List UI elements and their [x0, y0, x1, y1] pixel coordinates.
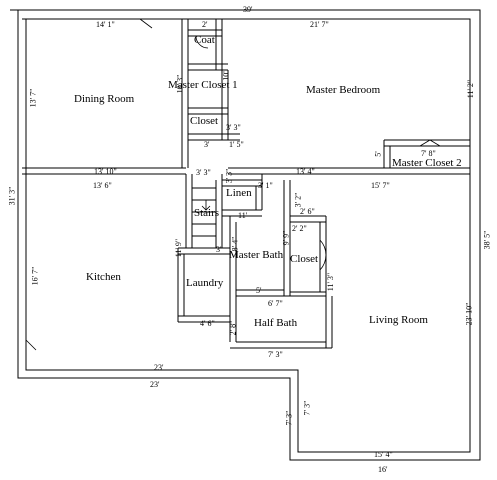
room-living-room: Living Room [369, 314, 428, 326]
dim-closet-upper-w: 3' [204, 140, 210, 149]
dim-kitchen-top: 13' 6" [93, 181, 112, 190]
dim-dining-bottom: 13' 10" [94, 167, 117, 176]
dim-laundry-h: 3' [216, 245, 222, 254]
room-dining-room: Dining Room [74, 93, 135, 105]
door-swing-closet-lower [319, 239, 327, 271]
dim-stairs-top: 3' 3" [196, 168, 211, 177]
room-coat: Coat [194, 34, 215, 46]
dim-bedroom-bottom: 13' 4" [296, 167, 315, 176]
dim-dining-width: 14' 1" [96, 20, 115, 29]
room-closet-upper: Closet [190, 115, 219, 127]
dim-overall-bottom-left: 23' [150, 380, 160, 389]
dim-bedroom-width: 21' 7" [310, 20, 329, 29]
dim-living-top: 15' 7" [371, 181, 390, 190]
door-swing-closet2 [419, 139, 441, 147]
wall-closet-upper [188, 107, 240, 141]
dim-bedroom-height: 11' 2" [466, 79, 476, 99]
dim-bath-dim-b: 9' 9" [281, 230, 291, 246]
dim-bath-closet-w2: 2' 2" [292, 224, 307, 233]
door-swing-kitchen [25, 339, 37, 351]
room-laundry: Laundry [186, 277, 224, 289]
dim-kitchen-height: 16' 7" [30, 266, 40, 286]
dim-closet-lower-h: 11' 3" [326, 272, 336, 292]
dim-bath-bottom: 5' [256, 286, 262, 295]
dim-halfbath-bottom: 7' 3" [268, 350, 283, 359]
dim-halfbath-side: 2' 8" [228, 320, 238, 336]
room-master-bedroom: Master Bedroom [306, 84, 381, 96]
wall-stairs [185, 174, 223, 248]
dim-bath-dim-a: 3' 2" [293, 192, 303, 208]
room-half-bath: Half Bath [254, 317, 298, 329]
dim-closet2-height: 5' [373, 151, 383, 157]
room-master-closet-2: Master Closet 2 [392, 157, 462, 169]
dim-linen-w: 3' 1" [258, 181, 273, 190]
wall-half-bath [230, 295, 333, 349]
room-kitchen: Kitchen [86, 271, 121, 283]
outer-wall [10, 9, 481, 461]
dim-overall-right: 38' 5" [482, 230, 492, 250]
dim-stairs-side: 3' 3" [224, 168, 234, 184]
door-swing-dining [139, 18, 153, 29]
stairs-treads [192, 187, 216, 237]
dim-living-height: 23' 10" [464, 302, 474, 326]
dim-overall-left: 31' 3" [7, 186, 17, 206]
dim-halfbath-top: 6' 7" [268, 299, 283, 308]
dim-kitchen-bottom: 23' [154, 363, 164, 372]
dim-stairs-height: 11' 9" [174, 238, 184, 258]
wall-bath-closet [290, 215, 327, 296]
dim-overall-top: 39' [243, 5, 253, 14]
room-linen: Linen [226, 187, 252, 199]
dim-dining-height: 13' 7" [28, 88, 38, 108]
wall-coat [188, 19, 223, 70]
wall-dining-right [181, 19, 189, 168]
dim-closet1-depth: 10' 3" [175, 74, 185, 94]
dim-coat-width: 2' [202, 20, 208, 29]
wall-dining-bottom [22, 167, 186, 175]
wall-closet1 [188, 63, 229, 140]
dim-laundry-w: 4' 6" [200, 319, 215, 328]
wall-linen [222, 174, 263, 217]
room-closet-lower: Closet [290, 253, 319, 265]
dim-closet-upper-w2: 3' 3" [226, 123, 241, 132]
dim-closet2-width: 7' 8" [421, 149, 436, 158]
dim-closet-small: 1' 5" [229, 140, 244, 149]
dim-bath-closet-w: 2' 6" [300, 207, 315, 216]
room-master-bath: Master Bath [229, 249, 284, 261]
outer-wall-inner [22, 18, 471, 453]
room-master-closet-1: Master Closet 1 [168, 79, 238, 91]
dim-living-bottom: 15' 4" [374, 450, 393, 459]
wall-laundry [177, 247, 230, 323]
dim-lower-offset-a: 7' 3" [284, 410, 294, 426]
dim-closet1-width: 10' [221, 71, 231, 81]
room-stairs: Stairs [194, 207, 220, 219]
dim-linen-bottom: 11' [238, 211, 248, 220]
dim-master-bath-v: 8' 4" [230, 236, 240, 252]
wall-bedroom-bottom [228, 167, 470, 175]
dim-overall-bottom-right: 16' [378, 465, 388, 474]
stairs-arrow [201, 200, 211, 211]
door-swing-coat [195, 35, 209, 49]
dim-lower-offset-b: 7' 3" [302, 400, 312, 416]
wall-closet2 [383, 139, 470, 168]
